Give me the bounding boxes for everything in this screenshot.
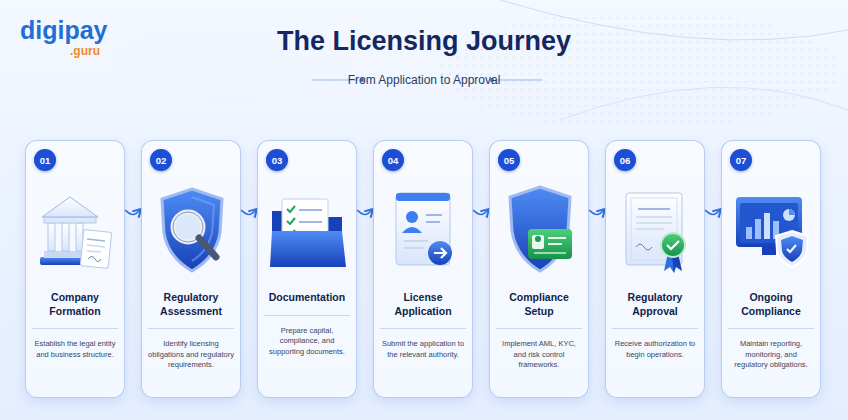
step-connector [357, 209, 373, 215]
step-card: License ApplicationSubmit the applicatio… [373, 140, 473, 398]
step-connector [589, 209, 605, 215]
step-connector [241, 209, 257, 215]
shield-id-icon [490, 175, 590, 285]
step-number-badge: 02 [150, 149, 172, 171]
deco-arc [560, 87, 848, 120]
folder-icon [258, 175, 358, 285]
step-description: Implement AML, KYC, and risk control fra… [496, 328, 582, 371]
callout-number: 01 [40, 155, 51, 166]
subtitle: From Application to Approval [0, 73, 848, 87]
step-number-badge: 03 [266, 149, 288, 171]
step-card: Regulatory AssessmentIdentify licensing … [141, 140, 241, 398]
certificate-icon [606, 175, 706, 285]
step-description: Submit the application to the relevant a… [380, 328, 466, 360]
bank-icon [26, 175, 126, 285]
step-card: Compliance SetupImplement AML, KYC, and … [489, 140, 589, 398]
step-number-badge: 01 [34, 149, 56, 171]
callout-number: 02 [156, 155, 167, 166]
step-description: Prepare capital, compliance, and support… [264, 315, 350, 358]
step-description: Establish the legal entity and business … [32, 328, 118, 360]
title: The Licensing Journey [0, 26, 848, 57]
step-connector [473, 209, 489, 215]
callout-number: 07 [736, 155, 747, 166]
callout-number: 04 [388, 155, 399, 166]
step-title: License Application [380, 291, 466, 318]
callout-number: 03 [272, 155, 283, 166]
step-title: Regulatory Approval [612, 291, 698, 318]
step-number-badge: 04 [382, 149, 404, 171]
callout-number: 06 [620, 155, 631, 166]
step-title: Documentation [264, 291, 350, 305]
dashboard-icon [722, 175, 822, 285]
step-description: Maintain reporting, monitoring, and regu… [728, 328, 814, 371]
step-description: Identify licensing obligations and regul… [148, 328, 234, 371]
application-icon [374, 175, 474, 285]
step-title: Company Formation [32, 291, 118, 318]
step-title: Regulatory Assessment [148, 291, 234, 318]
step-number-badge: 06 [614, 149, 636, 171]
logo-text: digipay [20, 16, 108, 45]
logo-suffix: .guru [70, 44, 100, 58]
step-number-badge: 07 [730, 149, 752, 171]
step-number-badge: 05 [498, 149, 520, 171]
step-description: Receive authorization to begin operation… [612, 328, 698, 360]
step-connector [125, 209, 141, 215]
step-connector [705, 209, 721, 215]
step-title: Compliance Setup [496, 291, 582, 318]
step-card: Ongoing ComplianceMaintain reporting, mo… [721, 140, 821, 398]
shield-search-icon [142, 175, 242, 285]
step-card: Regulatory ApprovalReceive authorization… [605, 140, 705, 398]
step-title: Ongoing Compliance [728, 291, 814, 318]
rule-line [496, 80, 542, 81]
step-card: Company FormationEstablish the legal ent… [25, 140, 125, 398]
step-card: DocumentationPrepare capital, compliance… [257, 140, 357, 398]
callout-number: 05 [504, 155, 515, 166]
